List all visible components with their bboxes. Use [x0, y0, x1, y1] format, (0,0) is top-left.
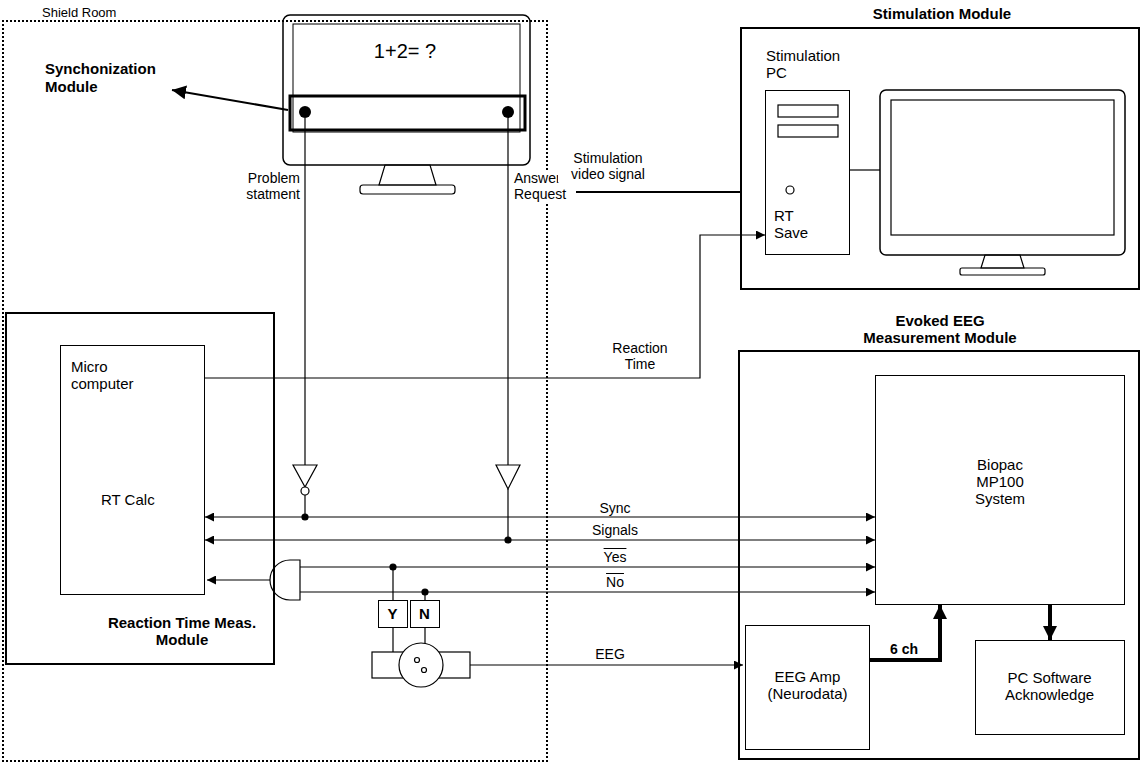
- response-headset-part: [470, 664, 743, 665]
- response-headset-part: [422, 668, 427, 673]
- stimulation-pc-illustration-part: [778, 105, 838, 117]
- sync-leader-arrow-part: [172, 90, 288, 110]
- signal-name: Answer Request: [514, 170, 576, 202]
- node-title: PC Software Acknowledge: [986, 669, 1113, 703]
- sync-module-box: [290, 96, 525, 130]
- signal-name: Problem statment: [224, 170, 300, 202]
- pc-tower: Stimulation PCRT Save: [765, 90, 850, 255]
- node-title: N: [411, 605, 438, 622]
- node-text: RT Calc: [101, 491, 181, 508]
- signal-wire: [205, 539, 875, 540]
- shield-monitor-part: [293, 24, 520, 132]
- node-text: RT Save: [774, 207, 819, 241]
- edge-label: 6 ch: [876, 641, 932, 657]
- stimulation-pc-illustration-part: [960, 268, 1045, 275]
- photo-sensor-wires-part: [304, 118, 305, 465]
- node-title: Biopac MP100 System: [961, 456, 1039, 507]
- shield-monitor: [283, 15, 530, 194]
- process-box: Micro computer RT Calc: [60, 345, 205, 595]
- node-title: Y: [379, 605, 406, 622]
- stimulation-pc-illustration-part: [786, 186, 794, 194]
- node-title: EEG Amp (Neurodata): [754, 668, 861, 702]
- sync-leader-arrow: [172, 90, 288, 110]
- photo-sensor-wires-part: [507, 489, 508, 540]
- response-headset-part: [424, 628, 425, 645]
- process-box: EEG Amp (Neurodata): [745, 625, 870, 750]
- photo-sensor-wires-part: [507, 118, 508, 465]
- edge-label: Yes: [590, 549, 640, 565]
- signal-name: EEG: [590, 646, 630, 662]
- stimulation-pc-illustration-part: [880, 90, 1125, 255]
- video-signal-arrow: [533, 192, 740, 193]
- signal-name: Stimulation video signal: [558, 150, 658, 182]
- sync-module-box-part: [290, 96, 525, 130]
- response-headset-part: [399, 643, 443, 687]
- shield-monitor-part: [360, 185, 455, 194]
- photo-sensor-wires-part: [293, 465, 317, 487]
- sync-module-box-part: [299, 106, 311, 118]
- module-box: Evoked EEG Measurement ModuleBiopac MP10…: [738, 350, 1140, 760]
- signal-wire: [425, 592, 875, 600]
- stimulation-pc-illustration-part: [891, 100, 1114, 235]
- node-title: Reaction Time Meas. Module: [107, 614, 257, 648]
- sync-module-box-part: [502, 106, 514, 118]
- node-title: Stimulation Module: [842, 5, 1042, 22]
- node-title: Shield Room: [42, 4, 162, 21]
- shield-monitor-part: [283, 15, 530, 165]
- response-headset: [372, 628, 743, 687]
- stimulation-pc-illustration-part: [981, 255, 1024, 268]
- photo-sensor-wires: [293, 118, 520, 543]
- stimulation-pc-illustration-part: [778, 125, 838, 137]
- node-title: Micro computer: [71, 358, 161, 392]
- shield-room: Shield RoomReaction Time Meas. ModuleMic…: [2, 20, 548, 762]
- signal-wire: [393, 567, 875, 600]
- and-gate: [207, 560, 428, 600]
- response-headset-part: [415, 658, 420, 663]
- signal-wire: [205, 235, 765, 378]
- node-title: Evoked EEG Measurement Module: [850, 312, 1030, 346]
- response-headset-part: [392, 628, 393, 652]
- data-bus-arrow: [870, 605, 940, 660]
- data-bus-arrow: [1048, 605, 1052, 640]
- edge-label: Reaction Time: [600, 340, 680, 372]
- stimulation-pc-illustration: [778, 90, 1125, 275]
- module-callout: Synchonization Module: [45, 60, 170, 96]
- photo-sensor-wires-part: [301, 487, 309, 495]
- edge-label: Signals: [575, 522, 655, 538]
- and-gate-part: [300, 591, 425, 592]
- screen-text: 1+2= ?: [350, 40, 460, 63]
- node-title: Stimulation PC: [766, 47, 851, 81]
- process-box: PC Software Acknowledge: [975, 640, 1125, 735]
- shield-monitor-part: [379, 165, 436, 185]
- edge-label: No: [590, 574, 640, 590]
- stimulation-pc-illustration-part: [850, 169, 880, 170]
- signal-wire: [205, 516, 875, 517]
- video-signal-arrow-part: [533, 191, 740, 193]
- switch-key: N: [410, 600, 440, 628]
- switch-key: Y: [378, 600, 408, 628]
- and-gate-part: [300, 566, 393, 567]
- photo-sensor-wires-part: [496, 465, 520, 489]
- and-gate-part: [207, 579, 270, 580]
- module-box: Stimulation ModuleStimulation PCRT Save: [740, 27, 1140, 290]
- edge-label: Sync: [585, 500, 645, 516]
- module-box: Reaction Time Meas. Module Micro computer…: [5, 312, 275, 665]
- process-box: Biopac MP100 System: [875, 375, 1125, 605]
